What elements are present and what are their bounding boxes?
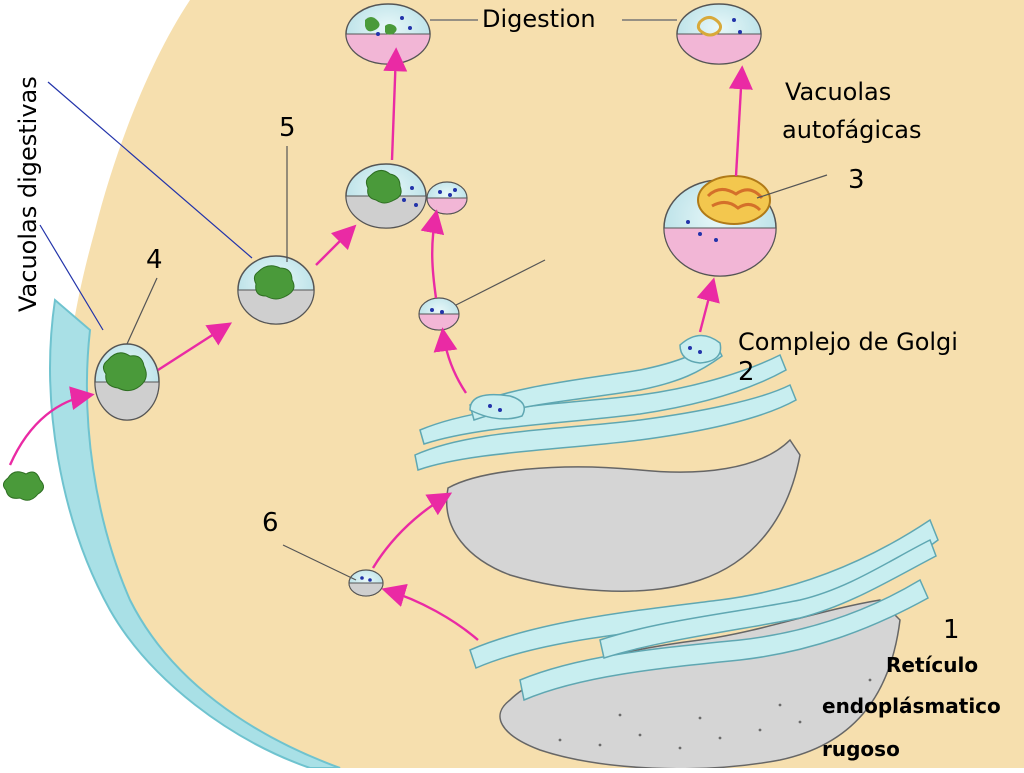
leader-4	[126, 277, 158, 345]
leader-lysosome	[455, 259, 546, 306]
pathway-arrows	[8, 47, 753, 641]
arrow-entry	[8, 386, 95, 466]
arrow-4-to-5	[157, 322, 233, 372]
leader-6	[282, 544, 357, 581]
food-particle-icon	[2, 471, 44, 501]
fusing-vesicle	[345, 163, 427, 229]
primary-lysosome	[418, 297, 460, 331]
arrow-5-to-fusion	[315, 224, 357, 266]
arrow-6-to-golgi	[371, 492, 453, 569]
arrow-fusion-to-digestion	[383, 47, 408, 161]
arrow-golgi-to-lysosome	[433, 327, 467, 394]
label-reticulo-3: rugoso	[822, 737, 900, 761]
number-1: 1	[943, 615, 960, 645]
primary-lysosome-small	[426, 181, 468, 215]
label-reticulo-2: endoplásmatico	[822, 694, 1001, 718]
number-3: 3	[848, 165, 865, 195]
number-4: 4	[146, 245, 163, 275]
arrow-er-to-6	[381, 583, 479, 641]
leader-digestivas-4	[39, 224, 104, 331]
cytoplasm	[65, 0, 1024, 768]
leader-3	[756, 174, 828, 199]
transport-vesicle-6	[348, 569, 384, 597]
phagosome-5	[237, 255, 315, 325]
golgi-complex	[414, 334, 801, 592]
label-vacuolas-digestivas: Vacuolas digestivas	[14, 76, 42, 312]
arrow-autophagic-to-digestion	[728, 65, 753, 177]
arrow-golgi-to-autophagic	[696, 277, 720, 333]
digestion-vesicle-left	[345, 3, 431, 65]
digestion-vesicle-right	[676, 3, 762, 65]
arrow-lysosome-up	[420, 209, 445, 299]
label-digestion: Digestion	[482, 5, 596, 33]
rough-er	[469, 518, 939, 770]
label-complejo-golgi: Complejo de Golgi	[738, 328, 958, 356]
leader-digestivas-5	[47, 81, 253, 259]
label-vacuolas-autofagicas-1: Vacuolas	[785, 78, 891, 106]
phagosome-4	[94, 343, 160, 421]
number-5: 5	[279, 113, 296, 143]
autophagic-vacuole-3	[663, 175, 777, 277]
label-reticulo-1: Retículo	[886, 653, 978, 677]
number-2: 2	[738, 357, 755, 387]
label-vacuolas-autofagicas-2: autofágicas	[782, 116, 921, 144]
number-6: 6	[262, 508, 279, 538]
